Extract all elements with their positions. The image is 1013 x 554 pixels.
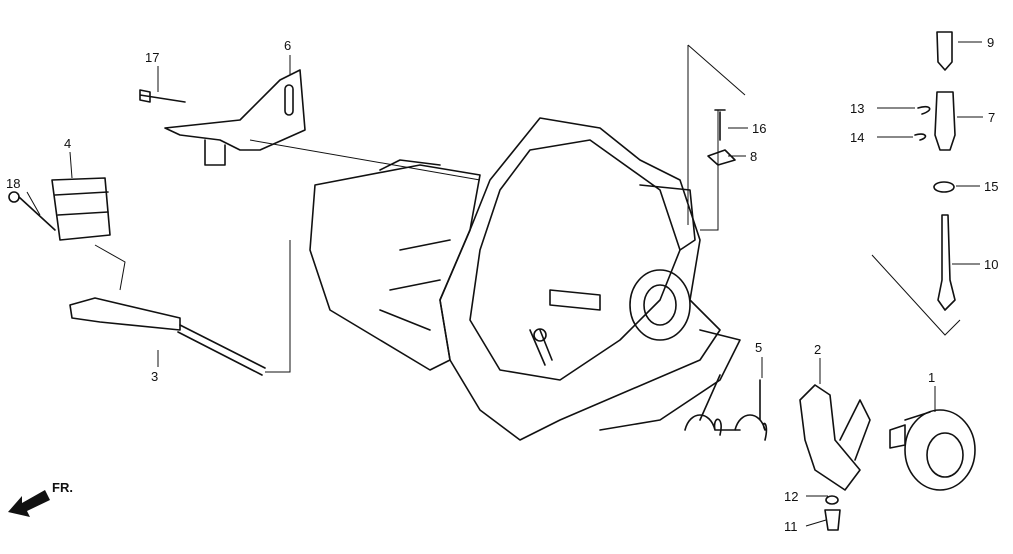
boot-and-shaft (8, 177, 266, 376)
callout-14: 14 (850, 130, 864, 145)
callout-leaders (26, 41, 983, 527)
front-direction-arrow: FR. (8, 480, 73, 517)
release-fork (799, 384, 871, 531)
callout-5: 5 (755, 340, 762, 355)
callout-11: 11 (784, 519, 798, 534)
callout-6: 6 (284, 38, 291, 53)
callout-16: 16 (752, 121, 766, 136)
callout-3: 3 (151, 369, 158, 384)
callout-18: 18 (6, 176, 20, 191)
callout-1: 1 (928, 370, 935, 385)
release-bearing (889, 409, 976, 491)
callout-7: 7 (988, 110, 995, 125)
callout-4: 4 (64, 136, 71, 151)
leader-lines (94, 44, 961, 373)
speedometer-parts (707, 31, 956, 311)
callout-8: 8 (750, 149, 757, 164)
transmission-housing (309, 117, 741, 441)
callout-9: 9 (987, 35, 994, 50)
callout-10: 10 (984, 257, 998, 272)
callout-17: 17 (145, 50, 159, 65)
callout-15: 15 (984, 179, 998, 194)
return-spring (684, 374, 768, 441)
callout-2: 2 (814, 342, 821, 357)
callout-13: 13 (850, 101, 864, 116)
callout-12: 12 (784, 489, 798, 504)
bracket-assembly (139, 69, 306, 166)
front-direction-label: FR. (52, 480, 73, 495)
callouts: 1 2 3 4 5 6 7 8 9 10 11 12 13 14 15 16 1… (6, 35, 998, 534)
